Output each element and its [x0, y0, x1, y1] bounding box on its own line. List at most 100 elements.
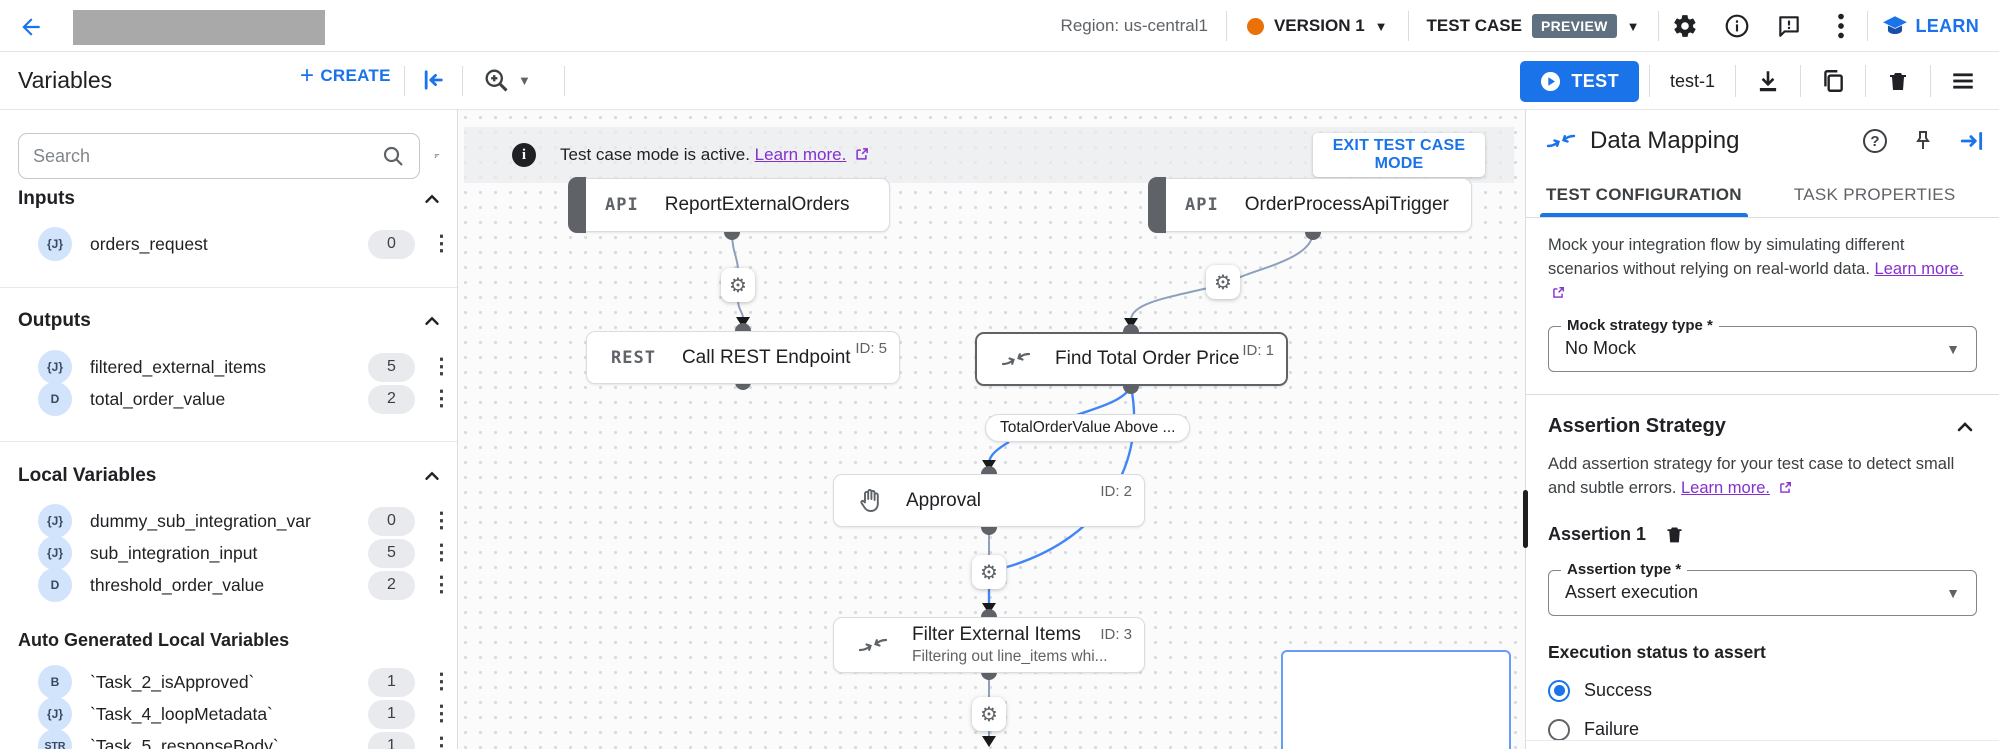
local-variables-section-header: Local Variables [18, 465, 443, 487]
node-order-process-api-trigger[interactable]: API OrderProcessApiTrigger [1148, 177, 1472, 233]
section-title: Local Variables [18, 465, 157, 486]
row-menu-icon[interactable]: ⋮ [431, 387, 452, 410]
variable-row[interactable]: {J} sub_integration_input 5 ⋮ [38, 536, 452, 570]
node-id: ID: 1 [1242, 342, 1274, 359]
api-trigger-label: API [1185, 195, 1219, 215]
section-title: Auto Generated Local Variables [18, 630, 290, 650]
zoom-in-icon [485, 69, 508, 92]
chevron-up-icon[interactable] [421, 188, 443, 210]
help-icon[interactable]: ? [1863, 129, 1887, 153]
delete-icon[interactable] [1876, 59, 1920, 103]
chevron-down-icon: ▼ [518, 72, 531, 88]
canvas-zoom-control[interactable]: ▼ [482, 66, 531, 94]
duplicate-icon[interactable] [1811, 59, 1855, 103]
assertion-type-select[interactable]: Assertion type * Assert execution ▼ [1548, 560, 1977, 616]
log-list-icon[interactable] [1941, 59, 1985, 103]
radio-success[interactable]: Success [1548, 679, 1977, 702]
more-options-icon[interactable] [1815, 0, 1867, 52]
delete-assertion-icon[interactable] [1664, 523, 1685, 546]
variable-row[interactable]: {J} dummy_sub_integration_var 0 ⋮ [38, 504, 452, 538]
radio-failure[interactable]: Failure [1548, 718, 1977, 741]
node-find-total-order-price[interactable]: Find Total Order Price ID: 1 [975, 332, 1288, 386]
usage-count-badge: 2 [368, 570, 415, 600]
collapse-panel-right-icon[interactable] [1959, 128, 1985, 154]
edge-gear-icon[interactable]: ⚙ [972, 555, 1006, 589]
flow-canvas[interactable]: i Test case mode is active. Learn more. … [458, 110, 1525, 749]
node-subtitle: Filtering out line_items whi... [912, 648, 1108, 665]
filter-sort-icon[interactable] [434, 144, 440, 168]
node-call-rest-endpoint[interactable]: REST Call REST Endpoint ID: 5 [586, 331, 900, 384]
variable-row[interactable]: D total_order_value 2 ⋮ [38, 382, 452, 416]
redacted-title-block [73, 10, 325, 45]
chevron-down-icon: ▼ [1374, 18, 1388, 34]
banner-text: Test case mode is active. [560, 145, 750, 164]
chevron-down-icon: ▼ [1946, 584, 1960, 601]
test-case-dropdown[interactable]: TEST CASE PREVIEW ▼ [1409, 14, 1658, 38]
edge-gear-icon[interactable]: ⚙ [1206, 265, 1240, 299]
external-link-icon [856, 148, 868, 160]
mock-learn-more-link[interactable]: Learn more. [1874, 259, 1964, 278]
radio-label: Failure [1584, 719, 1640, 740]
variable-row[interactable]: B `Task_2_isApproved` 1 ⋮ [38, 665, 452, 699]
field-label: Assertion type * [1561, 560, 1688, 578]
outputs-section-header: Outputs [18, 310, 443, 332]
mock-strategy-select[interactable]: Mock strategy type * No Mock ▼ [1548, 316, 1977, 372]
variable-name: filtered_external_items [90, 356, 267, 377]
chevron-up-icon[interactable] [421, 465, 443, 487]
test-case-name: test-1 [1669, 70, 1715, 91]
collapse-panel-icon[interactable] [418, 66, 446, 99]
variable-row[interactable]: {J} `Task_4_loopMetadata` 1 ⋮ [38, 697, 452, 731]
edge-gear-icon[interactable]: ⚙ [721, 268, 755, 302]
node-title: Approval [906, 489, 981, 511]
variable-row[interactable]: D threshold_order_value 2 ⋮ [38, 568, 452, 602]
panel-scrollbar[interactable] [1523, 490, 1528, 548]
row-menu-icon[interactable]: ⋮ [431, 734, 452, 749]
create-variable-button[interactable]: + CREATE [300, 64, 391, 88]
variable-row[interactable]: STR `Task_5_responseBody` 1 ⋮ [38, 729, 452, 749]
auto-generated-section-header: Auto Generated Local Variables [18, 630, 443, 651]
divider [564, 66, 565, 96]
row-menu-icon[interactable]: ⋮ [431, 573, 452, 596]
node-report-external-orders[interactable]: API ReportExternalOrders [568, 177, 890, 233]
node-filter-external-items[interactable]: Filter External Items Filtering out line… [833, 617, 1145, 673]
settings-gear-icon[interactable] [1659, 0, 1711, 52]
version-dropdown[interactable]: VERSION 1 ▼ [1227, 16, 1408, 36]
exit-test-case-mode-button[interactable]: EXIT TEST CASE MODE [1313, 133, 1485, 177]
divider [1866, 11, 1868, 41]
chevron-up-icon[interactable] [1953, 415, 1977, 439]
variable-search-box[interactable] [18, 133, 420, 179]
row-menu-icon[interactable]: ⋮ [431, 541, 452, 564]
search-input[interactable] [33, 145, 381, 167]
info-icon[interactable] [1711, 0, 1763, 52]
assertion-strategy-header: Assertion Strategy [1548, 415, 1977, 439]
variable-row[interactable]: {J} filtered_external_items 5 ⋮ [38, 350, 452, 384]
edge-gear-icon[interactable]: ⚙ [972, 697, 1006, 731]
download-icon[interactable] [1746, 59, 1790, 103]
variable-row[interactable]: {J} orders_request 0 ⋮ [38, 227, 452, 261]
chevron-up-icon[interactable] [421, 310, 443, 332]
learn-link[interactable]: LEARN [1868, 15, 1999, 37]
test-button[interactable]: TEST [1520, 60, 1639, 102]
tab-task-properties[interactable]: TASK PROPERTIES [1793, 184, 1956, 204]
row-menu-icon[interactable]: ⋮ [431, 509, 452, 532]
tab-test-configuration[interactable]: TEST CONFIGURATION [1540, 172, 1748, 217]
row-menu-icon[interactable]: ⋮ [431, 355, 452, 378]
back-arrow-icon[interactable] [14, 10, 48, 44]
divider [1225, 11, 1227, 41]
banner-learn-more-link[interactable]: Learn more. [754, 145, 847, 164]
assertion-item-label: Assertion 1 [1548, 523, 1647, 544]
pin-icon[interactable] [1911, 129, 1935, 153]
edge-condition-label[interactable]: TotalOrderValue Above ... [985, 414, 1191, 442]
row-menu-icon[interactable]: ⋮ [431, 702, 452, 725]
section-title: Assertion Strategy [1548, 415, 1726, 438]
feedback-icon[interactable] [1763, 0, 1815, 52]
row-menu-icon[interactable]: ⋮ [431, 232, 452, 255]
node-approval[interactable]: Approval ID: 2 [833, 474, 1145, 527]
canvas-minimap[interactable] [1281, 650, 1511, 749]
version-label: VERSION 1 [1273, 16, 1365, 35]
assertion-learn-more-link[interactable]: Learn more. [1681, 478, 1770, 497]
row-menu-icon[interactable]: ⋮ [431, 670, 452, 693]
variable-name: threshold_order_value [90, 574, 265, 595]
play-icon [1541, 71, 1561, 91]
